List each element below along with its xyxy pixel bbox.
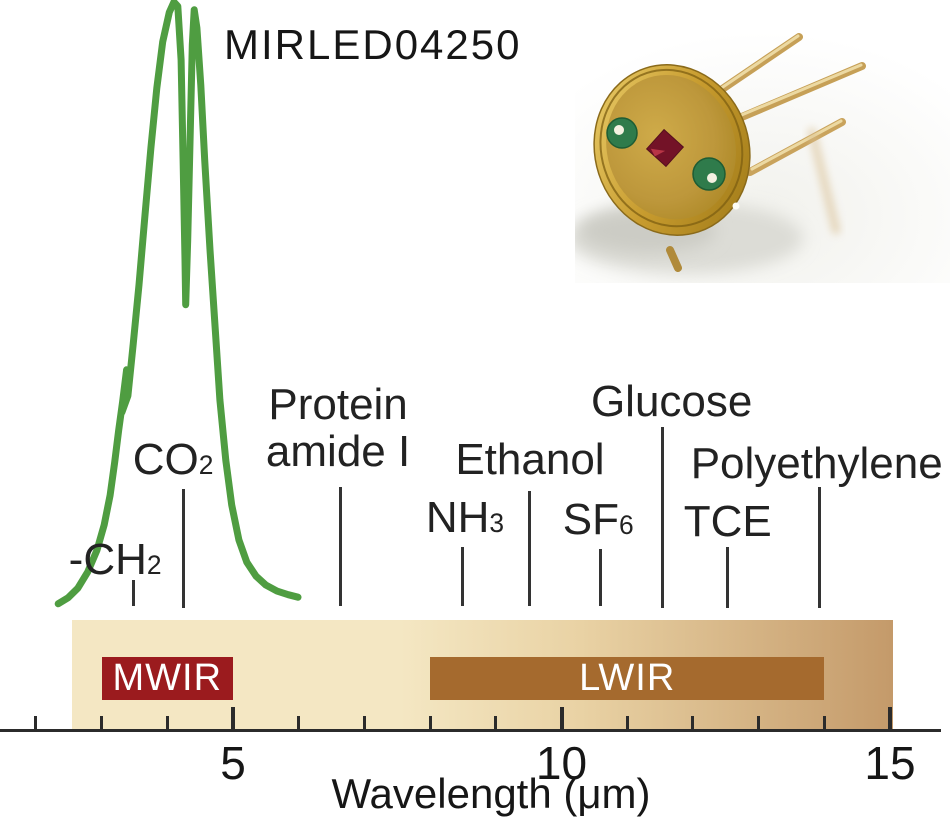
axis-tick-13 — [757, 716, 761, 730]
absorption-label-5: SF6 — [562, 495, 634, 544]
axis-tick-2 — [34, 716, 38, 730]
axis-tick-7 — [362, 716, 366, 730]
x-axis-line — [0, 729, 941, 732]
absorption-tick-5 — [598, 549, 602, 606]
band-box-lwir: LWIR — [430, 657, 825, 700]
axis-tick-label-10: 10 — [535, 737, 588, 789]
axis-major-tick-10 — [559, 707, 564, 730]
axis-tick-label-15: 15 — [864, 737, 916, 789]
absorption-tick-2 — [338, 487, 342, 606]
band-box-mwir: MWIR — [101, 657, 233, 700]
absorption-tick-6 — [661, 427, 665, 608]
absorption-label-8: Polyethylene — [690, 439, 943, 488]
glint-dot — [732, 202, 740, 210]
emission-spectrum-curve — [54, 0, 302, 608]
axis-major-tick-15 — [888, 707, 892, 730]
axis-tick-14 — [822, 716, 826, 730]
axis-tick-label-5: 5 — [220, 737, 246, 789]
absorption-tick-8 — [818, 487, 822, 608]
axis-tick-4 — [165, 716, 169, 730]
absorption-label-7: TCE — [683, 497, 772, 546]
chart-title: MIRLED04250 — [224, 21, 522, 68]
axis-tick-9 — [494, 716, 498, 730]
axis-major-tick-5 — [231, 707, 235, 730]
axis-tick-12 — [691, 716, 695, 730]
absorption-label-4: Ethanol — [455, 435, 605, 484]
absorption-label-3: NH3 — [425, 493, 505, 542]
absorption-label-0: -CH2 — [68, 535, 162, 584]
axis-tick-6 — [297, 716, 301, 730]
led-photo-image — [575, 18, 950, 283]
absorption-tick-1 — [181, 489, 185, 608]
absorption-tick-0 — [131, 580, 135, 606]
led-leads — [666, 33, 866, 272]
x-axis-label: Wavelength (μm) — [331, 770, 651, 817]
absorption-tick-7 — [726, 547, 730, 608]
absorption-label-6: Glucose — [590, 377, 753, 426]
absorption-tick-4 — [528, 491, 532, 606]
led-die — [645, 128, 685, 168]
absorption-label-1: CO2 — [132, 435, 214, 484]
axis-tick-11 — [625, 716, 629, 730]
axis-tick-3 — [100, 716, 104, 730]
absorption-tick-3 — [461, 547, 465, 606]
axis-tick-8 — [428, 716, 432, 730]
led-bond-pads — [606, 117, 726, 191]
